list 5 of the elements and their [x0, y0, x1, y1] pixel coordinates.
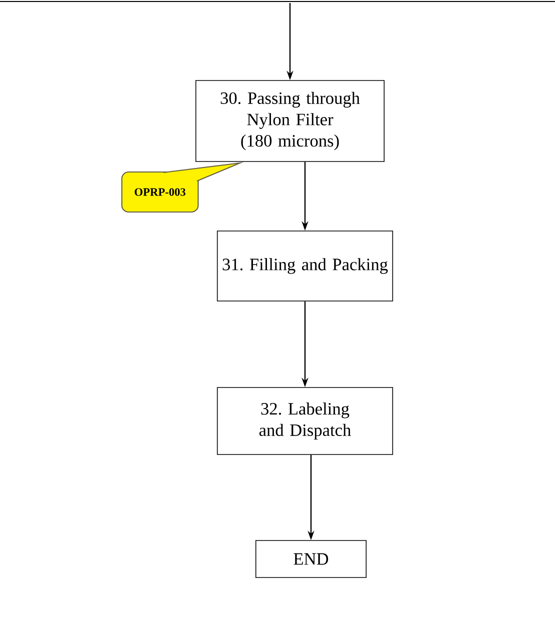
- callout-box: OPRP-003: [121, 162, 244, 213]
- process-box: 30. Passing through Nylon Filter (180 microns): [195, 80, 385, 162]
- process-box: END: [255, 540, 367, 578]
- process-box: 32. Labeling and Dispatch: [216, 387, 394, 455]
- process-box: 31. Filling and Packing: [216, 230, 394, 302]
